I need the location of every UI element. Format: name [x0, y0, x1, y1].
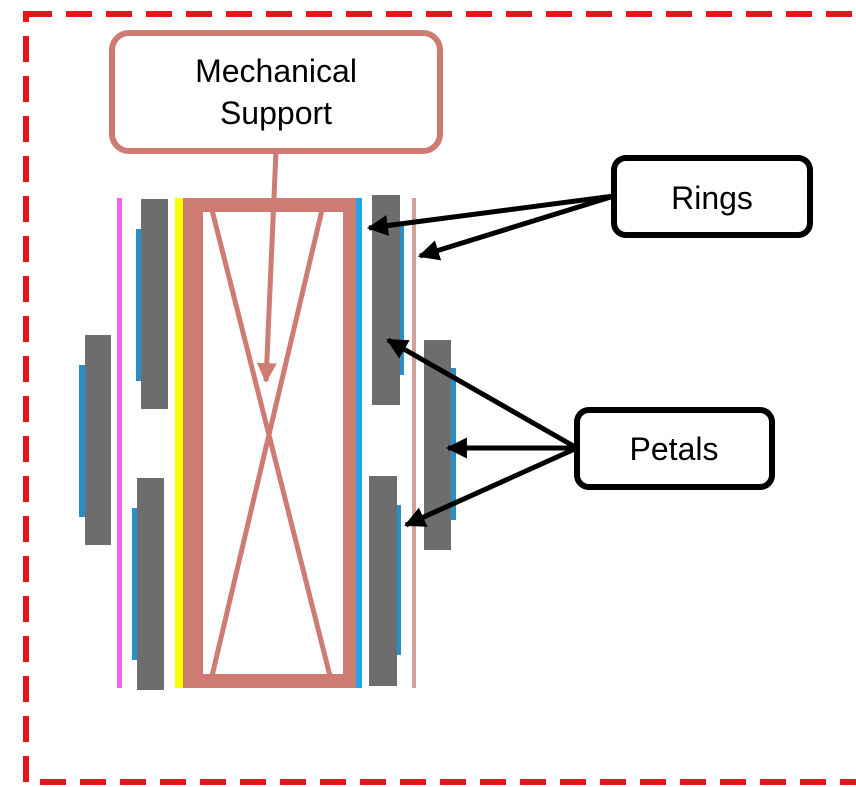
petal-right-lower [369, 476, 401, 686]
dashed-frame [23, 11, 856, 785]
rings-arrow-inner [366, 193, 615, 236]
petals-label: Petals [630, 431, 719, 467]
mechanical-support-arrow [256, 150, 279, 383]
sensor-strip [397, 505, 401, 655]
sensor-strip [400, 225, 404, 375]
sensor-strip [132, 508, 137, 660]
ring-pink [412, 198, 416, 688]
sensor-strip [79, 365, 85, 517]
sensor-strip [136, 229, 141, 381]
ring-blue [356, 198, 362, 688]
ring-magenta [117, 198, 122, 688]
petals-arrow-upper [386, 337, 579, 451]
rings-label: Rings [671, 180, 753, 216]
petal-left-lower [132, 478, 164, 690]
ring-yellow [175, 198, 183, 688]
mechanical-support-label-line2: Support [220, 95, 332, 131]
mechanical-support-label: Mechanical [195, 53, 357, 89]
mechanical-support-callout [109, 30, 443, 154]
petals-arrow-lower [404, 445, 579, 528]
sensor-strip [451, 368, 456, 520]
petal-left-outer [79, 335, 111, 545]
petal-left-upper [136, 199, 168, 409]
rings-arrow-outer [417, 193, 615, 261]
